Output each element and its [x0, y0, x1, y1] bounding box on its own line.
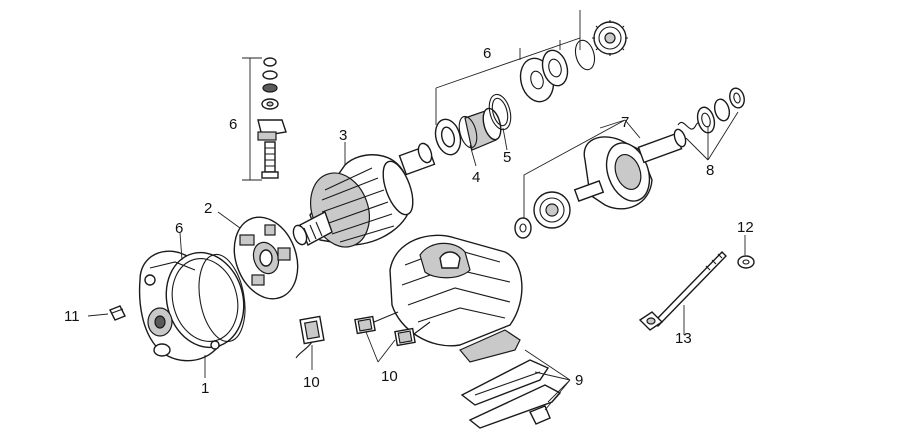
spring-washer-set-part[interactable]	[677, 87, 746, 135]
gasket-ring-part[interactable]	[193, 251, 252, 345]
callout-9: 9	[575, 372, 583, 389]
callout-5: 5	[503, 149, 511, 166]
nut-part[interactable]	[737, 255, 755, 269]
brush-holder-plate-part[interactable]	[223, 208, 308, 307]
end-cover-part[interactable]	[138, 244, 255, 362]
callout-1: 1	[201, 380, 209, 397]
callout-labels: 1 2 3 4 5 6 6 6 7 8 9 10 10 11 12 13	[64, 45, 754, 397]
thrust-washer-part[interactable]	[516, 48, 571, 106]
armature-part[interactable]	[291, 142, 436, 256]
brush-pair-part[interactable]	[354, 311, 431, 347]
callout-3: 3	[339, 127, 347, 144]
callout-10-brush: 10	[303, 374, 320, 391]
callout-8: 8	[706, 162, 714, 179]
callout-13: 13	[675, 330, 692, 347]
brush-single-part[interactable]	[295, 315, 325, 359]
field-magnet-part[interactable]	[459, 329, 562, 429]
snap-ring-part[interactable]	[572, 38, 597, 72]
screw-part[interactable]	[109, 305, 126, 321]
callout-6-left: 6	[229, 116, 237, 133]
terminal-bolt-stack-part[interactable]	[257, 57, 287, 179]
callout-4: 4	[472, 169, 480, 186]
leader-lines	[87, 10, 746, 411]
callout-2: 2	[204, 200, 212, 217]
callout-12: 12	[737, 219, 754, 236]
callout-6-top: 6	[483, 45, 491, 62]
callout-11: 11	[64, 308, 80, 325]
callout-6-cover: 6	[175, 220, 183, 237]
callout-10-pair: 10	[381, 368, 398, 385]
bearing-part[interactable]	[432, 106, 504, 157]
callout-7: 7	[621, 114, 629, 131]
clutch-assembly-part[interactable]	[514, 128, 688, 239]
drive-gear-part[interactable]	[592, 20, 628, 56]
through-bolt-part[interactable]	[638, 251, 727, 331]
housing-screw-part[interactable]	[529, 405, 551, 425]
retaining-ring-part[interactable]	[486, 92, 515, 132]
